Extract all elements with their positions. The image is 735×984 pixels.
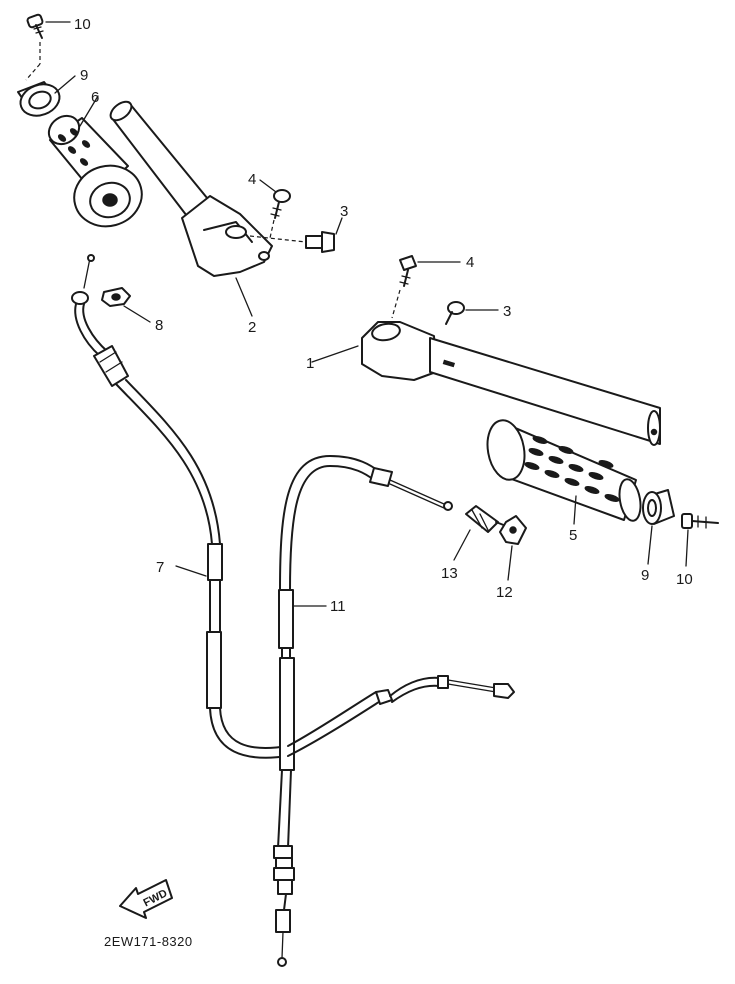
cable-branch-right bbox=[287, 675, 515, 757]
callout-4-right: 4 bbox=[466, 254, 474, 271]
part-12-locknut bbox=[499, 515, 527, 581]
part-5-right-grip bbox=[486, 419, 642, 525]
callout-5: 5 bbox=[569, 527, 577, 544]
callout-7: 7 bbox=[156, 559, 164, 576]
part-6-throttle-grip bbox=[47, 95, 143, 228]
callout-3-left: 3 bbox=[340, 203, 348, 220]
callout-10-left: 10 bbox=[74, 16, 91, 33]
callout-9-right: 9 bbox=[641, 567, 649, 584]
callout-1: 1 bbox=[306, 355, 314, 372]
callout-2: 2 bbox=[248, 319, 256, 336]
part-10-screw-left bbox=[26, 13, 71, 39]
callout-11: 11 bbox=[330, 598, 346, 615]
part-9-end-cap-left bbox=[17, 75, 76, 117]
part-4-screw-right bbox=[391, 255, 461, 319]
part-11-throttle-cable bbox=[273, 455, 453, 967]
diagram-code: 2EW171-8320 bbox=[104, 934, 193, 949]
forward-direction-arrow: FWD bbox=[119, 879, 173, 919]
callout-3-right: 3 bbox=[503, 303, 511, 320]
callout-4-left: 4 bbox=[248, 171, 256, 188]
callout-labels: 10 9 6 4 3 2 8 4 3 1 5 7 11 13 12 9 10 bbox=[74, 16, 693, 615]
part-13-adjuster bbox=[453, 505, 507, 561]
part-2-left-handlebar bbox=[109, 100, 273, 317]
part-10-screw-right bbox=[681, 513, 719, 567]
part-3-bolt-left bbox=[249, 217, 343, 253]
part-8-cable-clip bbox=[101, 287, 151, 323]
part-9-end-cap-right bbox=[642, 489, 675, 565]
part-7-throttle-cable bbox=[71, 254, 289, 759]
callout-12: 12 bbox=[496, 584, 513, 601]
part-3-bolt-right bbox=[445, 301, 499, 325]
part-1-right-handlebar bbox=[311, 321, 661, 446]
part-4-screw-left bbox=[259, 179, 291, 239]
callout-6: 6 bbox=[91, 89, 99, 106]
callout-9-left: 9 bbox=[80, 67, 88, 84]
callout-13: 13 bbox=[441, 565, 458, 582]
callout-10-right: 10 bbox=[676, 571, 693, 588]
callout-8: 8 bbox=[155, 317, 163, 334]
